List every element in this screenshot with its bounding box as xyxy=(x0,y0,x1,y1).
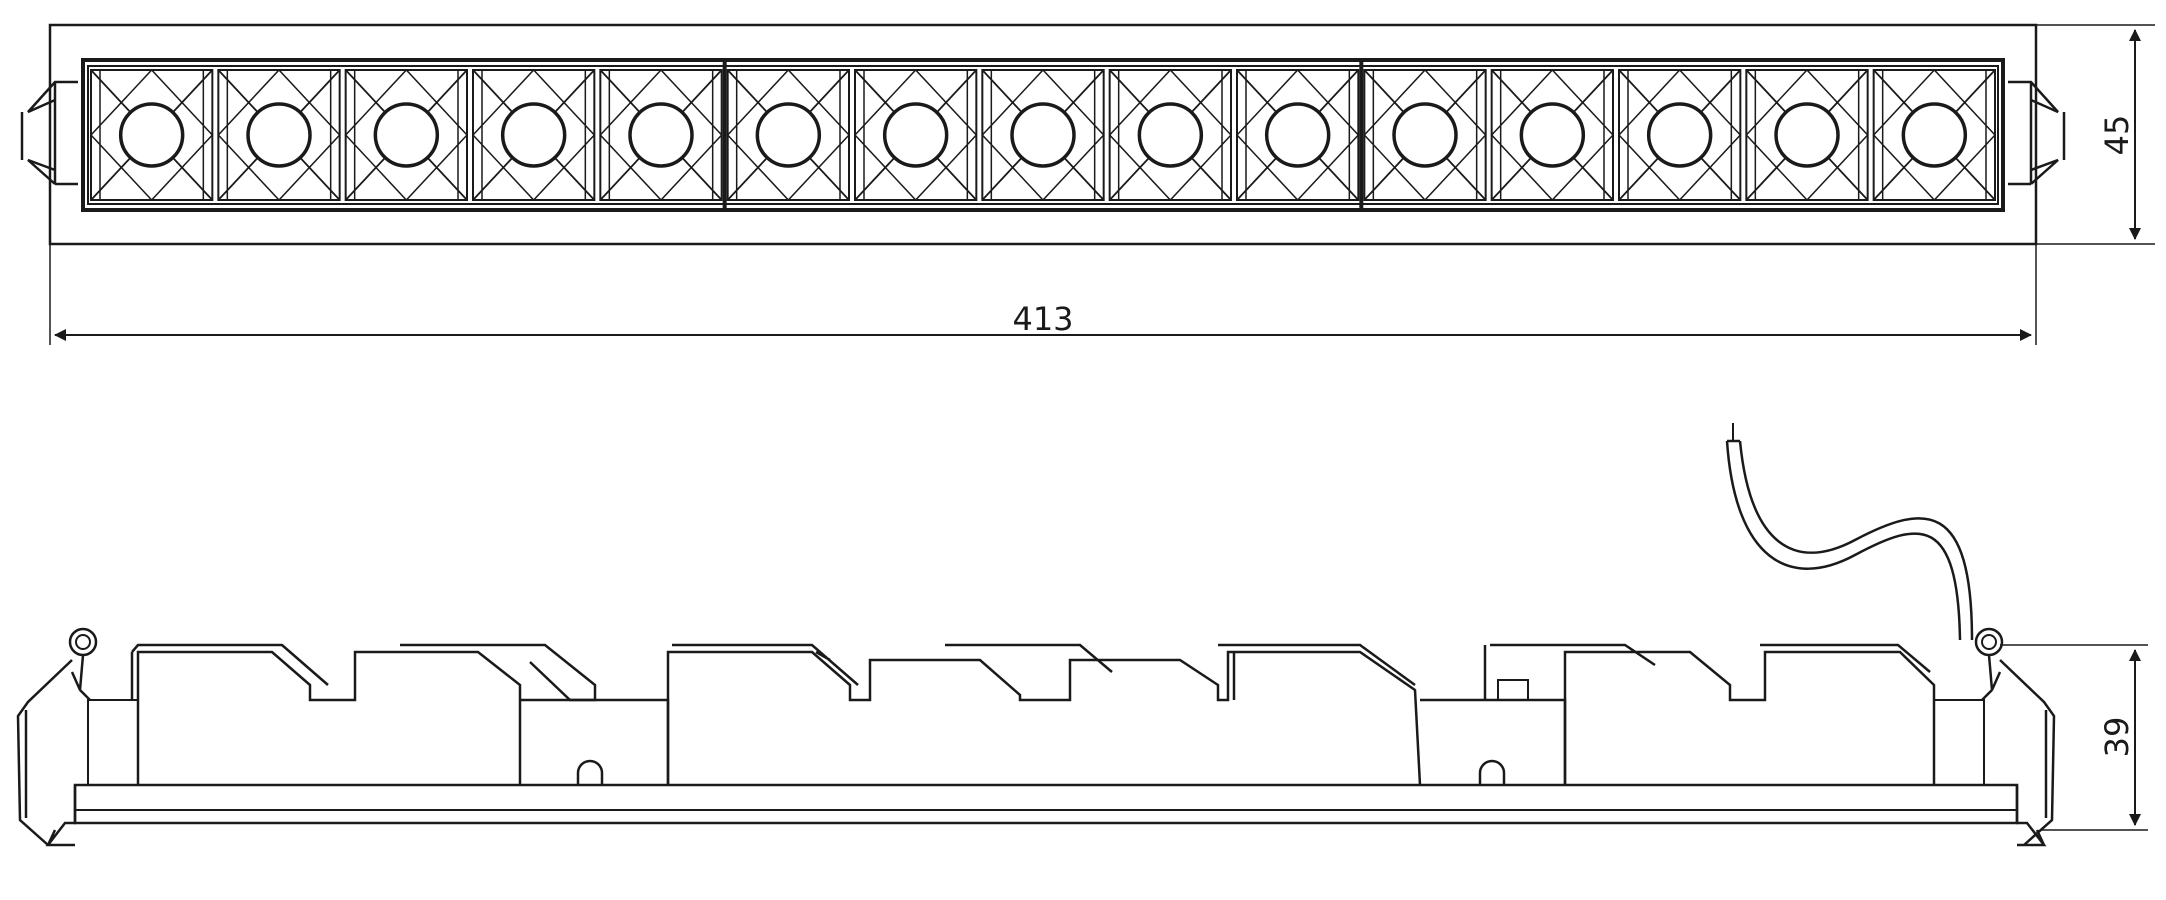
led-lens xyxy=(118,102,185,168)
dimension-label-width: 413 xyxy=(1012,300,1073,338)
module-housing-1 xyxy=(130,643,670,785)
led-lens xyxy=(1264,102,1331,168)
led-cell xyxy=(89,68,214,202)
led-array xyxy=(89,60,1997,210)
led-cell xyxy=(344,68,469,202)
module-housing-3 xyxy=(1420,643,1936,785)
spring-clip-side-left xyxy=(16,627,139,846)
dimension-label-height-top: 45 xyxy=(2098,115,2136,156)
led-cell xyxy=(217,68,341,202)
spring-clip-left xyxy=(20,80,78,186)
led-lens xyxy=(1646,102,1713,168)
led-cell xyxy=(981,68,1105,202)
foot-bump-right xyxy=(1478,759,1506,785)
trim-lip-right xyxy=(2015,785,2047,847)
led-cell xyxy=(853,68,978,202)
dimension-label-height-side: 39 xyxy=(2098,717,2136,758)
led-lens xyxy=(246,102,312,168)
led-cell xyxy=(726,68,851,202)
dimension-width-top xyxy=(49,244,2037,345)
led-cell xyxy=(1745,68,1869,202)
spring-clip-right xyxy=(2008,80,2066,186)
inner-housing xyxy=(81,58,2005,212)
led-lens xyxy=(882,102,949,168)
led-cell xyxy=(599,68,723,202)
led-lens xyxy=(500,102,567,168)
module-housing-2 xyxy=(666,643,1422,786)
led-cell xyxy=(1872,68,1997,202)
led-cell xyxy=(1363,68,1487,202)
led-cell xyxy=(1617,68,1742,202)
led-cell xyxy=(1490,68,1615,202)
led-lens xyxy=(1901,102,1968,168)
outer-trim-frame xyxy=(48,23,2038,246)
led-lens xyxy=(373,102,440,168)
base-trim xyxy=(73,783,2019,825)
led-lens xyxy=(1137,102,1204,168)
foot-bump-left xyxy=(576,759,604,785)
top-view xyxy=(20,23,2155,345)
inner-housing-inset xyxy=(87,65,1999,205)
led-cell xyxy=(1235,68,1360,202)
led-lens xyxy=(1392,102,1458,168)
led-lens xyxy=(1519,102,1586,168)
led-lens xyxy=(1010,102,1076,168)
spring-clip-side-right xyxy=(1933,627,2056,846)
led-cell xyxy=(1108,68,1233,202)
side-view xyxy=(16,423,2148,847)
led-lens xyxy=(628,102,694,168)
dimension-height-top xyxy=(2036,24,2155,245)
led-cell xyxy=(471,68,596,202)
led-lens xyxy=(1774,102,1840,168)
power-cable xyxy=(1725,423,1974,641)
dimension-height-side xyxy=(2000,644,2148,831)
led-lens xyxy=(755,102,822,168)
trim-lip-left xyxy=(45,785,77,847)
